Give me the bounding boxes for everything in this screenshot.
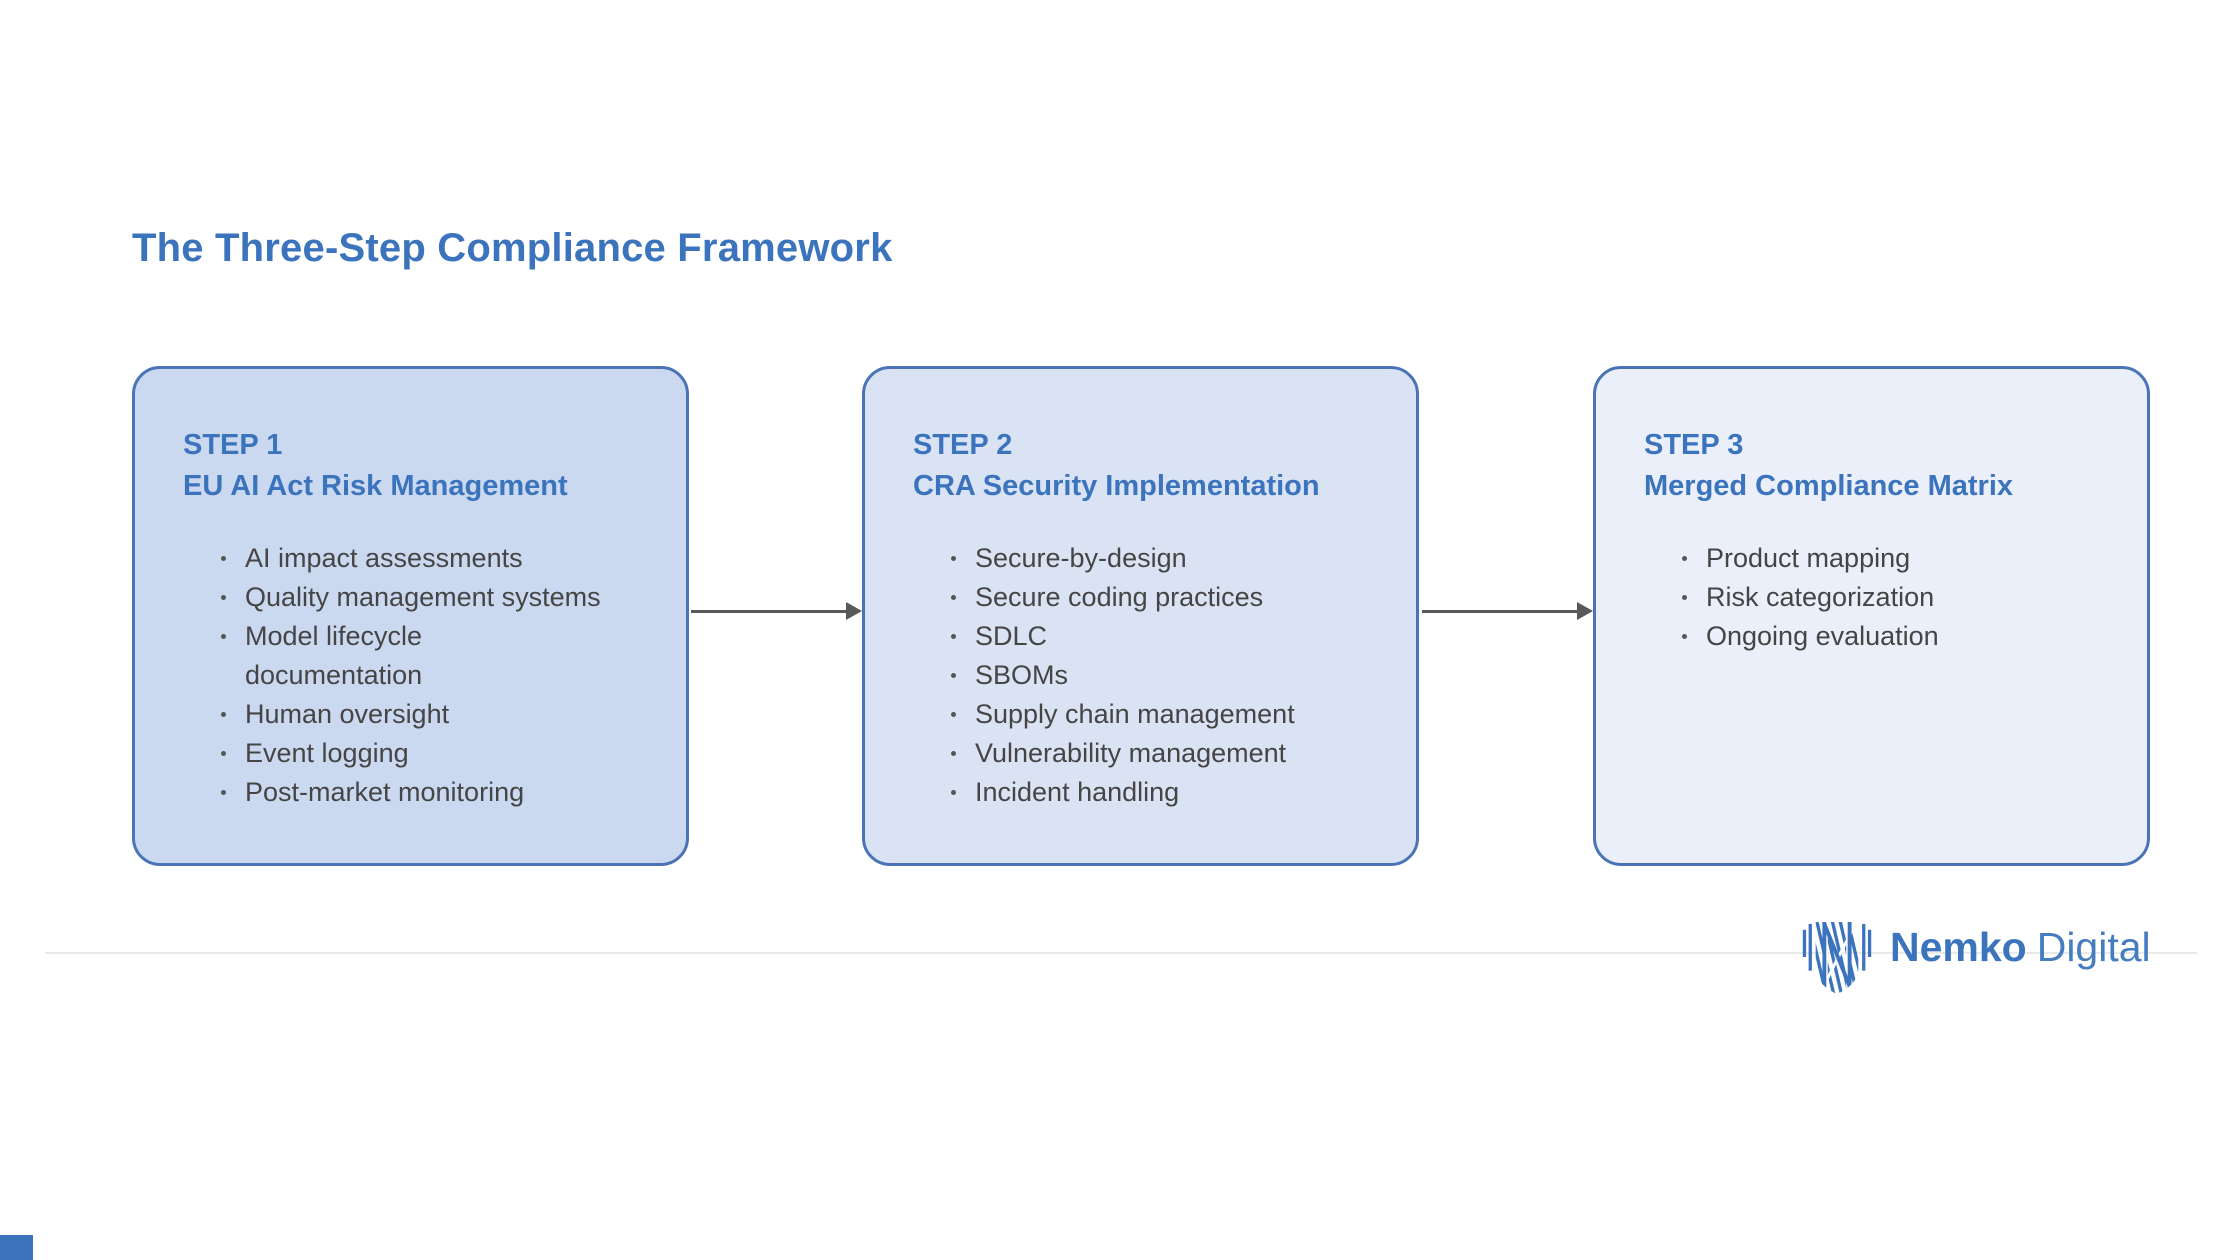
list-item: SBOMs	[949, 656, 1386, 695]
list-item: SDLC	[949, 617, 1386, 656]
list-item: Post-market monitoring	[219, 773, 656, 812]
step-card-header: STEP 3 Merged Compliance Matrix	[1644, 425, 2111, 507]
brand-name-bold: Nemko	[1890, 924, 2027, 970]
list-item: Secure-by-design	[949, 539, 1386, 578]
step-card-header: STEP 2 CRA Security Implementation	[913, 425, 1380, 507]
accent-bar	[0, 1235, 33, 1260]
step-title: CRA Security Implementation	[913, 470, 1320, 502]
list-item: Model lifecycle documentation	[219, 617, 656, 695]
step-card-header: STEP 1 EU AI Act Risk Management	[183, 425, 650, 507]
page-title: The Three-Step Compliance Framework	[132, 226, 893, 270]
list-item: Risk categorization	[1680, 578, 2117, 617]
list-item: Quality management systems	[219, 578, 656, 617]
step-card-1: STEP 1 EU AI Act Risk Management AI impa…	[132, 366, 689, 866]
list-item: Supply chain management	[949, 695, 1386, 734]
arrow-right-icon	[1422, 602, 1593, 620]
list-item: Vulnerability management	[949, 734, 1386, 773]
list-item: Product mapping	[1680, 539, 2117, 578]
footer-divider	[45, 952, 2197, 954]
step-label: STEP 2	[913, 429, 1013, 461]
nemko-shield-icon	[1802, 920, 1872, 1001]
list-item: Ongoing evaluation	[1680, 617, 2117, 656]
list-item: Event logging	[219, 734, 656, 773]
step-title: EU AI Act Risk Management	[183, 470, 568, 502]
list-item: Secure coding practices	[949, 578, 1386, 617]
list-item: Human oversight	[219, 695, 656, 734]
list-item: Incident handling	[949, 773, 1386, 812]
list-item: AI impact assessments	[219, 539, 656, 578]
brand-name-regular: Digital	[2036, 924, 2151, 970]
step-label: STEP 3	[1644, 429, 1744, 461]
step-label: STEP 1	[183, 429, 283, 461]
step-title: Merged Compliance Matrix	[1644, 470, 2014, 502]
arrow-right-icon	[691, 602, 862, 620]
step-card-3: STEP 3 Merged Compliance Matrix Product …	[1593, 366, 2150, 866]
step-card-2: STEP 2 CRA Security Implementation Secur…	[862, 366, 1419, 866]
